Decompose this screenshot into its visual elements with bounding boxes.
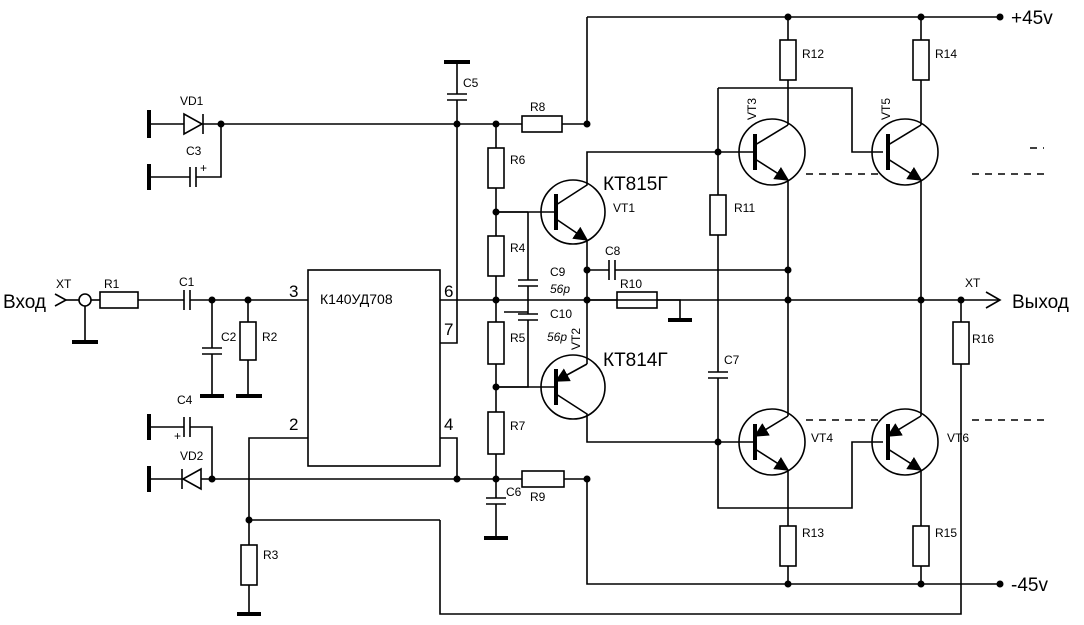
output-xt-label: XT bbox=[965, 276, 981, 290]
svg-text:R2: R2 bbox=[262, 330, 278, 344]
transistor-vt3: VT3 bbox=[720, 98, 806, 270]
svg-text:C6: C6 bbox=[506, 485, 522, 499]
svg-text:R16: R16 bbox=[972, 332, 994, 346]
svg-text:VT4: VT4 bbox=[811, 431, 833, 445]
svg-text:R7: R7 bbox=[510, 419, 526, 433]
capacitor-c2: C2 bbox=[200, 300, 237, 398]
capacitor-c7: C7 bbox=[708, 353, 740, 446]
resistor-r10: R10 bbox=[583, 277, 692, 322]
resistor-r16: R16 bbox=[439, 300, 994, 615]
capacitor-c4: C4 + bbox=[147, 393, 213, 479]
svg-text:C7: C7 bbox=[724, 353, 740, 367]
resistor-r3: R3 bbox=[237, 516, 440, 616]
svg-text:C9: C9 bbox=[550, 265, 566, 279]
resistor-r13: R13 bbox=[779, 525, 824, 567]
vt2-type: КТ814Г bbox=[603, 350, 668, 371]
resistor-r15: R15 bbox=[912, 525, 957, 567]
svg-text:+: + bbox=[200, 161, 207, 175]
resistor-r1: R1 bbox=[99, 277, 139, 309]
output-node: XT Выход bbox=[496, 276, 1069, 313]
capacitor-c3: C3 + bbox=[147, 124, 222, 190]
vplus-label: +45v bbox=[1011, 8, 1053, 29]
svg-text:R8: R8 bbox=[530, 100, 546, 114]
svg-text:R10: R10 bbox=[620, 277, 642, 291]
output-label: Выход bbox=[1012, 292, 1069, 313]
vt1-type: КТ815Г bbox=[603, 174, 668, 195]
capacitor-c5: C5 bbox=[444, 60, 479, 124]
capacitor-c10: C10 56p bbox=[496, 300, 572, 388]
input-xt-label: XT bbox=[56, 277, 72, 291]
svg-text:VT1: VT1 bbox=[613, 201, 635, 215]
transistor-vt5: VT5 bbox=[871, 98, 939, 300]
capacitor-c1: C1 bbox=[138, 275, 308, 310]
svg-text:+: + bbox=[174, 429, 181, 443]
svg-text:R13: R13 bbox=[802, 526, 824, 540]
svg-text:R4: R4 bbox=[510, 241, 526, 255]
vminus-label: -45v bbox=[1011, 575, 1048, 596]
transistor-vt1: КТ815Г VT1 bbox=[496, 151, 720, 300]
svg-text:VT3: VT3 bbox=[745, 98, 759, 120]
svg-text:7: 7 bbox=[444, 320, 453, 339]
svg-text:C10: C10 bbox=[550, 307, 572, 321]
diode-vd1: VD1 bbox=[147, 94, 496, 138]
transistor-vt2: КТ814Г VT2 bbox=[496, 300, 720, 443]
svg-text:C3: C3 bbox=[186, 144, 202, 158]
input-terminal: Вход XT bbox=[3, 277, 100, 344]
input-label: Вход bbox=[3, 292, 46, 313]
svg-text:R14: R14 bbox=[935, 47, 957, 61]
diode-vd2: VD2 bbox=[147, 449, 522, 492]
svg-text:R3: R3 bbox=[263, 548, 279, 562]
capacitor-c9: C9 56p bbox=[496, 211, 570, 300]
resistor-r6: R6 bbox=[487, 124, 526, 236]
capacitor-c6: C6 bbox=[484, 479, 522, 540]
opamp-ic: К140УД708 3 6 7 2 4 bbox=[248, 124, 496, 520]
resistor-r11: R11 bbox=[709, 148, 755, 372]
svg-text:VT5: VT5 bbox=[879, 98, 893, 120]
svg-text:R5: R5 bbox=[510, 331, 526, 345]
resistor-r8: R8 bbox=[492, 100, 591, 133]
negative-rail: -45v bbox=[586, 480, 1048, 596]
svg-text:R11: R11 bbox=[734, 201, 755, 215]
svg-text:4: 4 bbox=[444, 415, 453, 434]
ic-name: К140УД708 bbox=[320, 291, 393, 307]
svg-text:56p: 56p bbox=[547, 330, 567, 344]
resistor-r4: R4 bbox=[487, 235, 526, 322]
svg-text:VT6: VT6 bbox=[947, 431, 969, 445]
resistor-r7: R7 bbox=[487, 411, 526, 483]
svg-text:C5: C5 bbox=[463, 76, 479, 90]
resistor-r14: R14 bbox=[912, 39, 957, 125]
resistor-r12: R12 bbox=[779, 39, 824, 125]
transistor-vt4: VT4 bbox=[720, 270, 833, 526]
transistor-vt6: VT6 bbox=[871, 300, 969, 526]
capacitor-c8: C8 bbox=[583, 244, 792, 280]
positive-rail: +45v bbox=[586, 8, 1053, 124]
vt6-base-link bbox=[717, 441, 883, 509]
resistor-r9: R9 bbox=[521, 470, 591, 504]
svg-text:R1: R1 bbox=[104, 277, 120, 291]
svg-text:R12: R12 bbox=[802, 47, 824, 61]
svg-text:C4: C4 bbox=[177, 393, 193, 407]
svg-text:R6: R6 bbox=[510, 153, 526, 167]
svg-text:56p: 56p bbox=[550, 282, 570, 296]
svg-text:VT2: VT2 bbox=[569, 328, 583, 350]
svg-text:R9: R9 bbox=[530, 490, 546, 504]
vt5-base-link bbox=[718, 87, 883, 153]
resistor-r2: R2 bbox=[236, 300, 278, 398]
svg-text:C1: C1 bbox=[179, 275, 195, 289]
svg-text:R15: R15 bbox=[935, 526, 957, 540]
parallel-stage-indicators bbox=[806, 147, 1050, 421]
svg-text:VD2: VD2 bbox=[180, 449, 204, 463]
svg-text:3: 3 bbox=[289, 282, 298, 301]
svg-text:2: 2 bbox=[289, 415, 298, 434]
svg-text:VD1: VD1 bbox=[180, 94, 204, 108]
svg-text:C8: C8 bbox=[605, 244, 621, 258]
svg-text:6: 6 bbox=[444, 282, 453, 301]
resistor-r5: R5 bbox=[487, 321, 526, 412]
svg-text:C2: C2 bbox=[221, 330, 237, 344]
